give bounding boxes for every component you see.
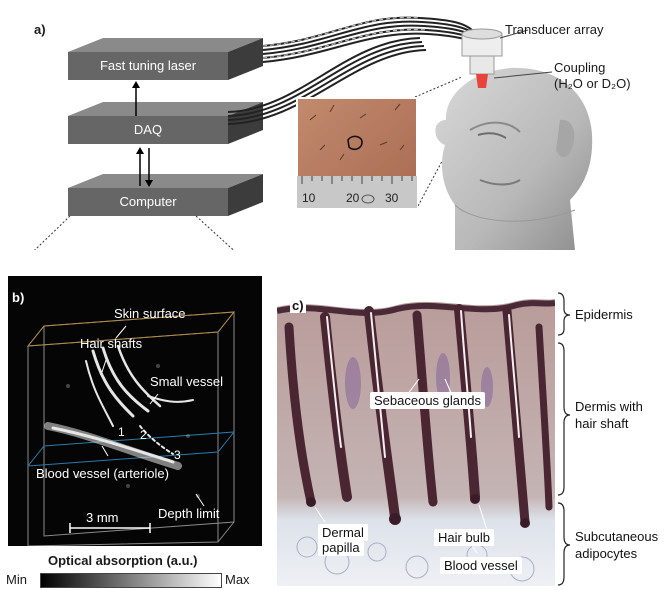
callout-dermal-papilla-1: Dermal (318, 524, 368, 541)
ruler-tick-20: 20 (346, 191, 360, 205)
layer-subcutaneous-line-1: Subcutaneous (575, 529, 659, 544)
laser-label: Fast tuning laser (99, 58, 197, 73)
ruler-tick-10: 10 (302, 191, 316, 205)
layer-dermis-line-1: Dermis with (575, 399, 643, 414)
marker-1: 1 (118, 425, 125, 439)
panel-a-letter: a) (34, 22, 46, 37)
marker-2: 2 (140, 428, 147, 442)
label-skin-surface: Skin surface (114, 306, 186, 321)
marker-3: 3 (174, 448, 181, 462)
coupling-media-label: (H₂O or D₂O) (554, 76, 631, 91)
layer-epidermis: Epidermis (575, 307, 633, 322)
laser-box (68, 38, 263, 80)
colorbar-max: Max (225, 572, 250, 587)
human-head (435, 67, 593, 250)
label-small-vessel: Small vessel (150, 374, 223, 389)
callout-sebaceous-glands: Sebaceous glands (370, 392, 485, 409)
transducer-label: Transducer array (505, 22, 604, 37)
coupling-label: Coupling (554, 60, 606, 75)
callout-hair-bulb: Hair bulb (434, 529, 495, 546)
label-scale-bar: 3 mm (86, 510, 119, 525)
callout-dermal-papilla-2: papilla (318, 539, 364, 556)
layer-subcutaneous-line-2: adipocytes (575, 546, 638, 561)
layer-dermis-line-2: hair shaft (575, 416, 629, 431)
label-depth-limit: Depth limit (158, 506, 220, 521)
computer-box (68, 174, 263, 216)
label-hair-shafts: Hair shafts (80, 336, 143, 351)
layer-brackets (557, 292, 571, 586)
panel-b-volume (8, 276, 262, 546)
colorbar-min: Min (6, 572, 27, 587)
colorbar-title: Optical absorption (a.u.) (48, 553, 198, 568)
panel-a-graphics (34, 16, 593, 250)
daq-label: DAQ (133, 122, 163, 137)
computer-label: Computer (119, 194, 177, 209)
skin-photo (296, 97, 418, 209)
colorbar-gradient (40, 573, 222, 588)
callout-blood-vessel: Blood vessel (440, 557, 522, 574)
panel-c-letter: c) (290, 298, 306, 313)
panel-b-letter: b) (12, 290, 25, 305)
transducer (461, 28, 553, 88)
arrows (132, 81, 153, 187)
ruler-tick-30: 30 (385, 191, 399, 205)
label-blood-vessel-arteriole: Blood vessel (arteriole) (36, 466, 169, 481)
